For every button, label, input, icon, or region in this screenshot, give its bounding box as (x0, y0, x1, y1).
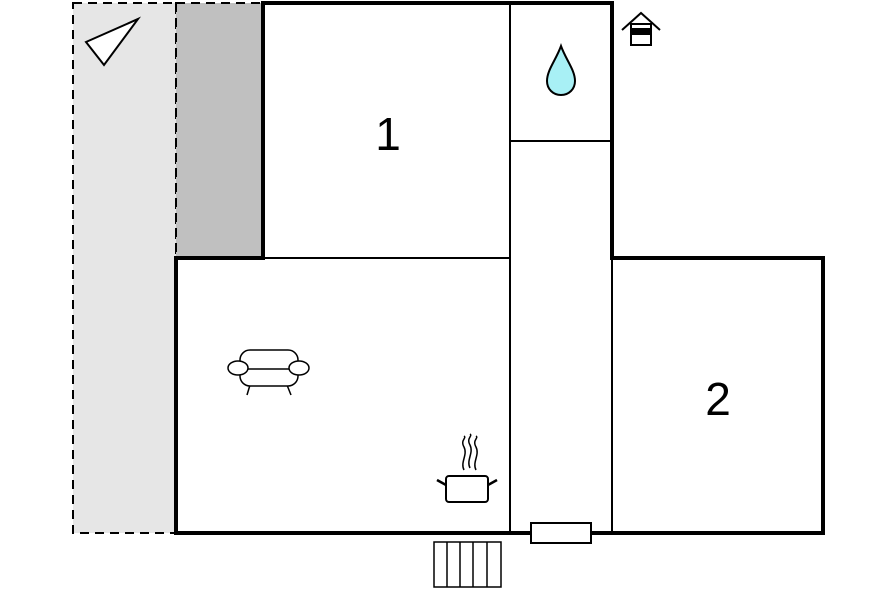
sofa-icon (227, 349, 310, 396)
building-outline (174, 1, 825, 535)
compass-triangle-icon (84, 16, 142, 67)
cooking-pot-icon (436, 433, 498, 503)
entrance-steps-icon (433, 541, 502, 588)
door-threshold (530, 522, 592, 544)
room-label-2: 2 (705, 373, 731, 425)
room-label-1: 1 (375, 108, 401, 160)
covered-area (175, 2, 264, 259)
water-drop-icon (545, 43, 577, 97)
terrace-area (72, 2, 177, 534)
house-icon (621, 11, 661, 46)
